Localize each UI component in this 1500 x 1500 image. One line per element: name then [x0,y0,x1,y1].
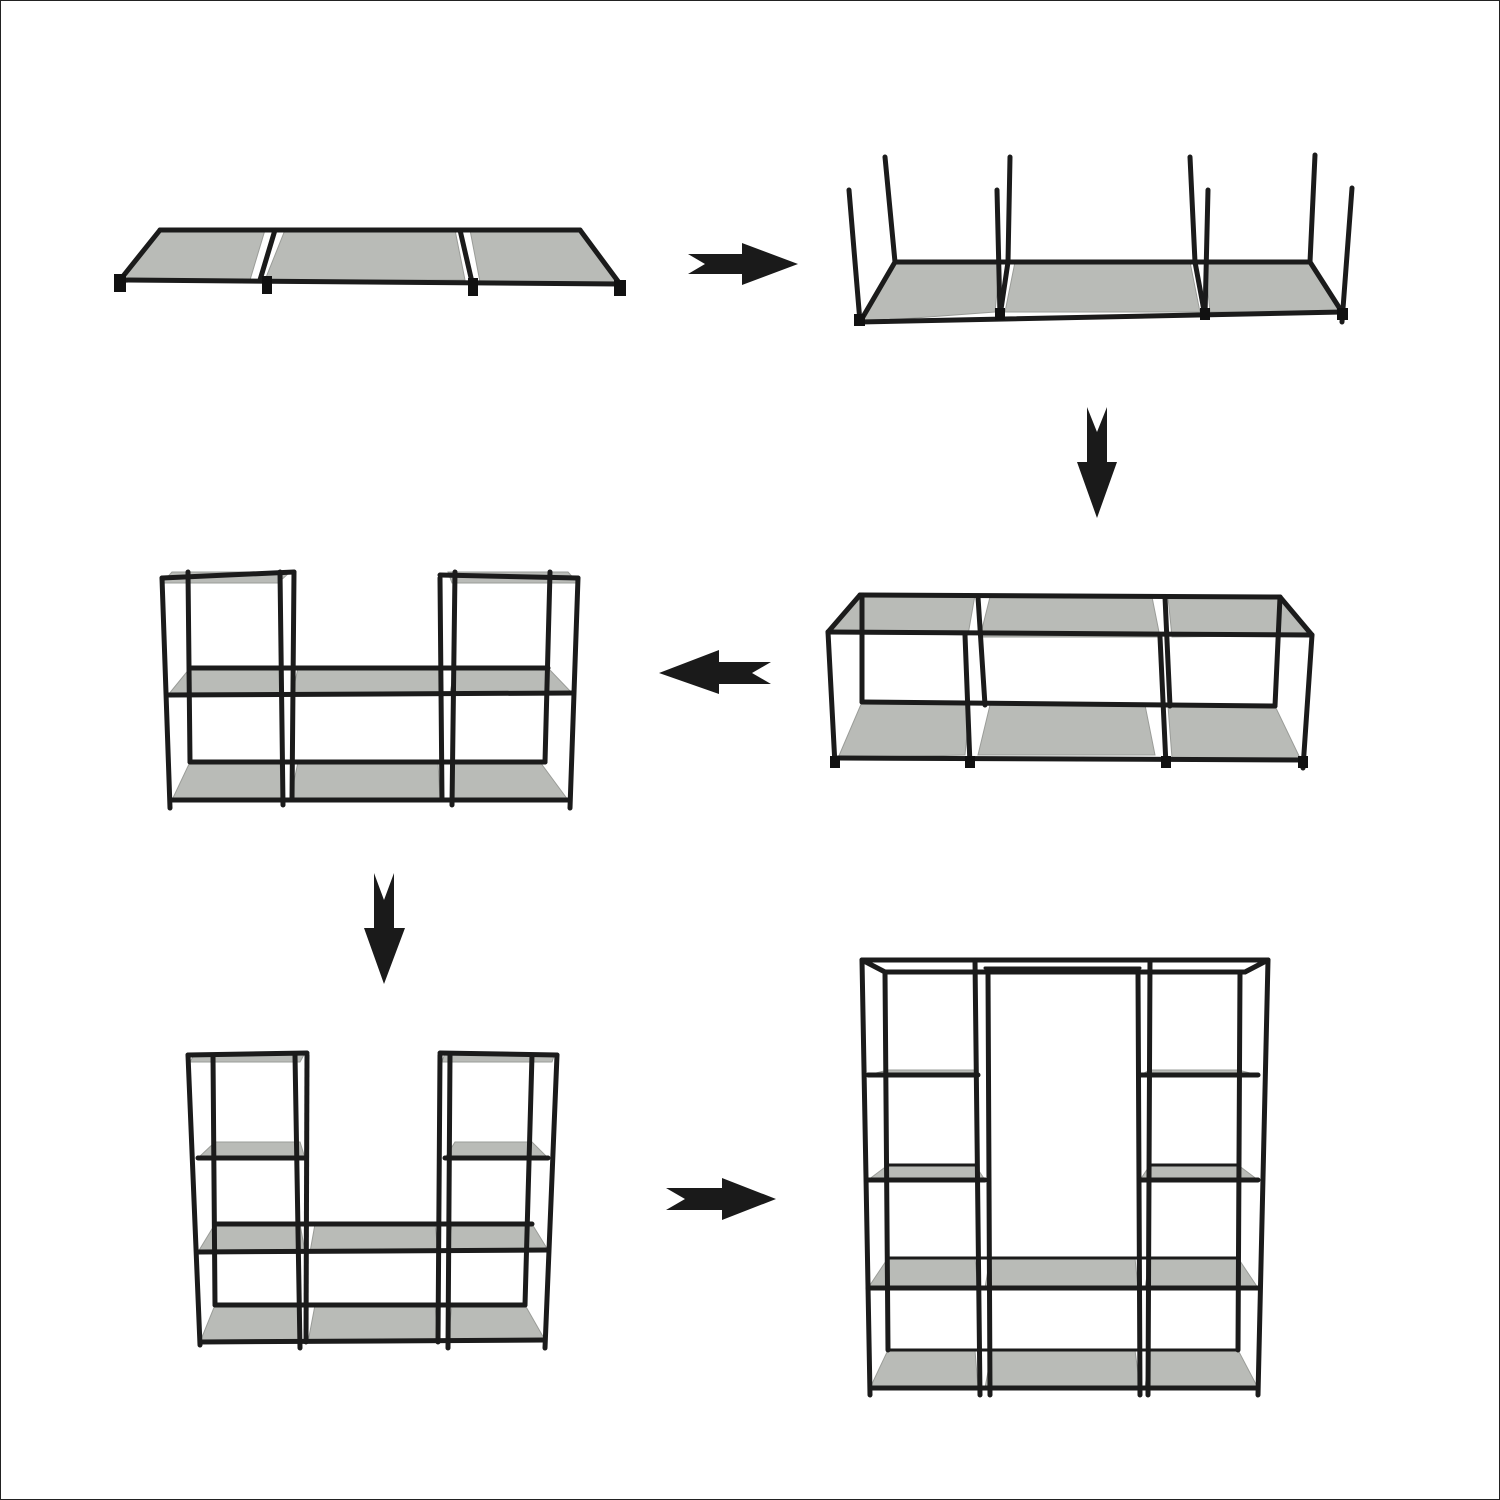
shelf-panel [449,761,569,801]
shelf-panel [1167,596,1314,638]
shelf-panel [447,1304,546,1341]
arrow-down-1 [1077,407,1117,518]
shelf-panel [1144,1349,1259,1389]
shelf-panel [1167,705,1301,759]
shelf-panel [977,704,1156,756]
shelf-panel [291,667,443,696]
step-3-two-tier-rack [825,592,1315,771]
shelf-panel [984,1349,1141,1389]
shelf-panel [1204,261,1343,313]
shelf-panel [289,761,441,801]
shelf-panel [171,761,283,801]
shelf-panel [307,1304,439,1343]
shelf-panel [859,261,1001,323]
step-6-complete-wardrobe-frame [859,957,1271,1398]
shelf-panel [867,1257,979,1289]
arrow-right-1 [688,243,798,285]
shelf-panel [199,1304,301,1343]
shelf-panel [166,667,283,696]
shelf-panel [309,1223,439,1253]
shelf-panel [826,594,976,636]
shelf-panel [449,667,574,694]
shelf-panel [1004,261,1201,313]
step-1-flat-base [114,227,626,296]
arrow-left-1 [659,650,771,694]
shelf-panel [264,229,466,281]
shelf-panel [984,1257,1139,1289]
shelf-panel [447,1223,549,1251]
step-2-legs-inserted [846,152,1355,326]
shelf-panel [1144,1257,1259,1289]
shelf-panel [837,701,971,759]
step-4-three-tier-with-towers [159,569,581,811]
shelf-panel [869,1349,979,1389]
arrow-right-2 [666,1178,776,1220]
arrow-down-2 [364,873,405,984]
step-5-four-tier-with-towers [185,1050,560,1351]
